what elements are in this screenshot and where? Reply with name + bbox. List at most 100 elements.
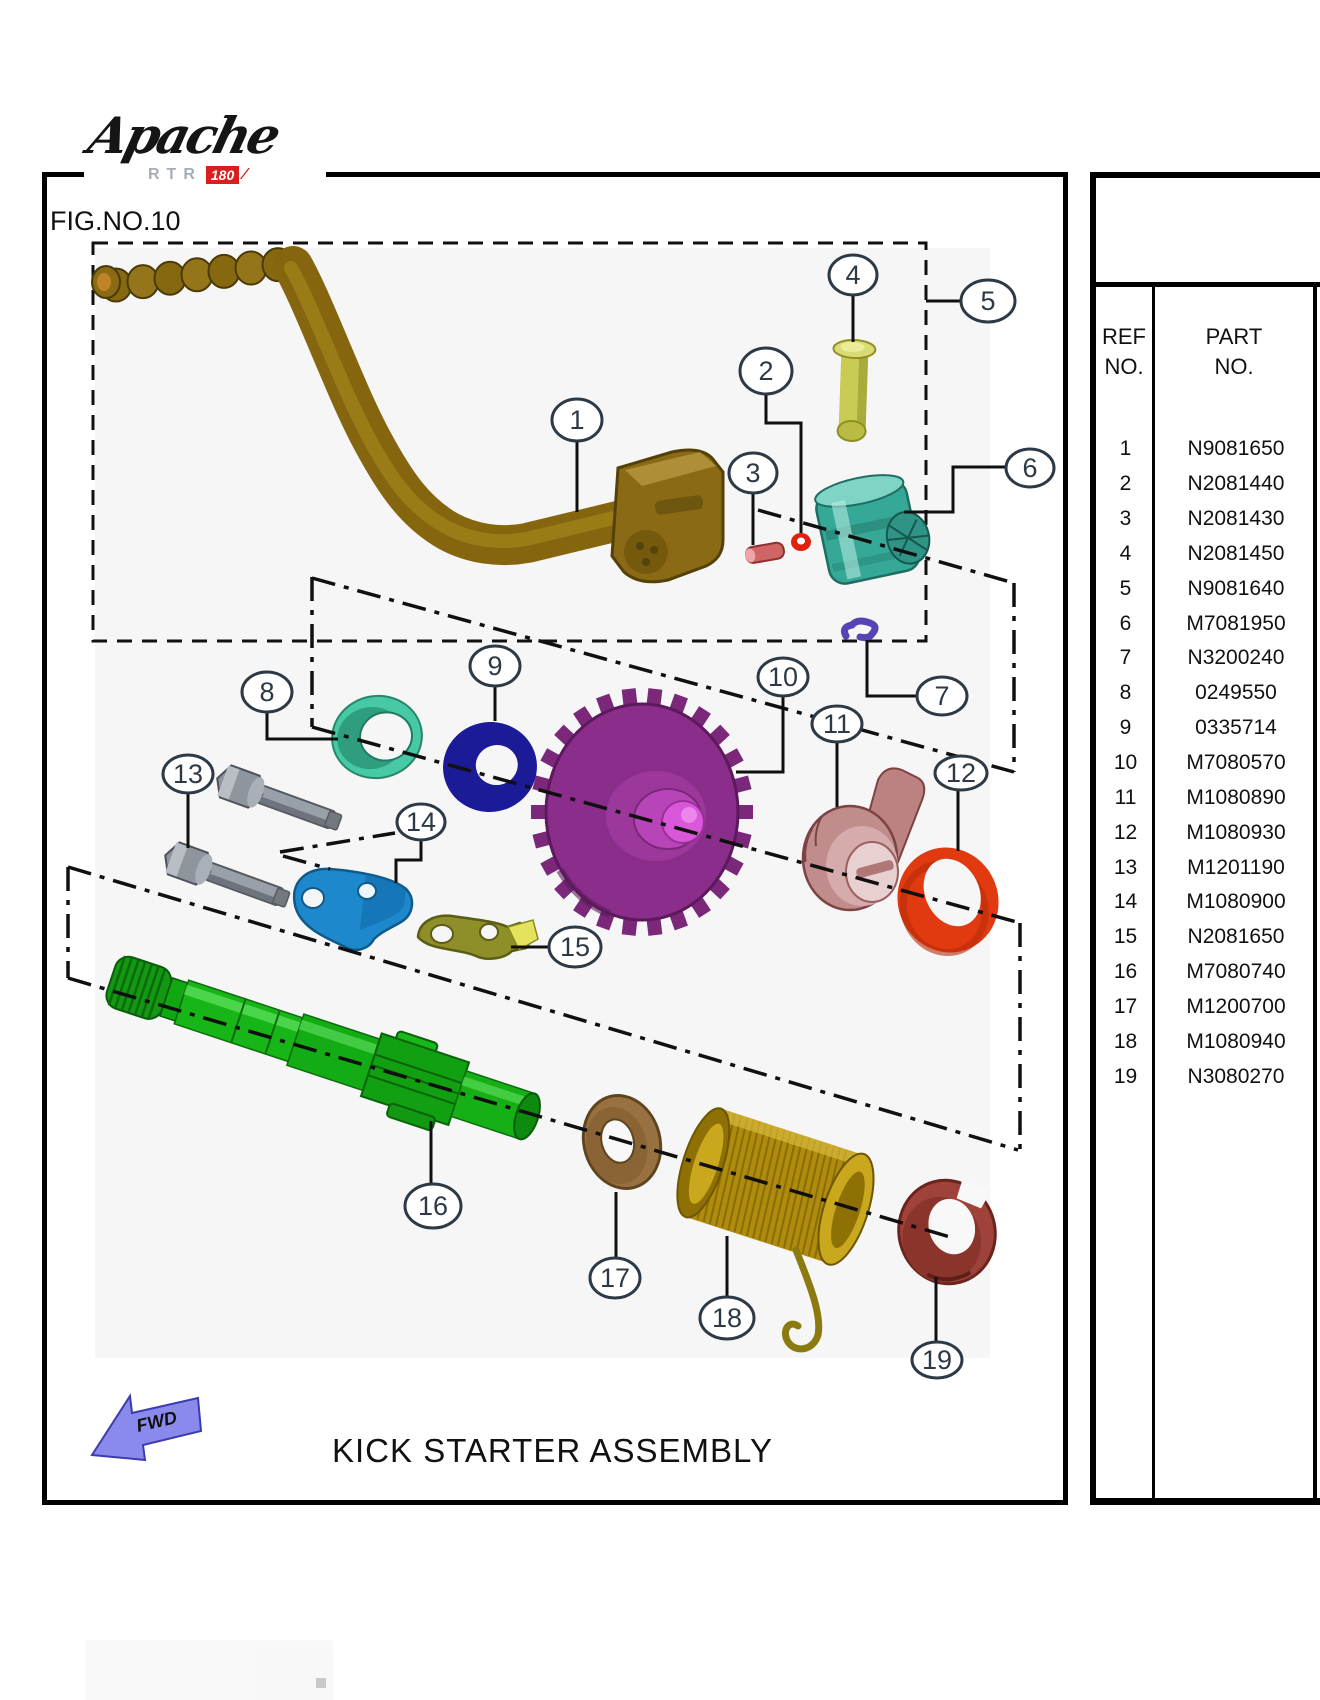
callout-13: 13 — [161, 753, 215, 795]
ghost-logo: Apache — [85, 1640, 333, 1700]
part-kick-gear — [531, 688, 753, 936]
ref-no-cell: 12 — [1113, 820, 1138, 844]
callout-8: 8 — [240, 670, 294, 714]
svg-text:6: 6 — [1022, 453, 1037, 483]
svg-text:19: 19 — [922, 1345, 952, 1375]
brand-logo-rtr: RTR — [148, 166, 202, 183]
table-row: 17 M1200700 — [1096, 990, 1317, 1025]
ref-no-cell: 13 — [1113, 855, 1138, 879]
part-pivot-pin — [832, 339, 877, 442]
ref-no-header: REF NO. — [1102, 324, 1146, 379]
part-no-cell: N2081450 — [1187, 541, 1285, 565]
table-row: 19 N3080270 — [1096, 1059, 1317, 1094]
svg-text:5: 5 — [980, 286, 995, 316]
part-no-cell: N9081650 — [1187, 437, 1285, 461]
table-row: 5 N9081640 — [1096, 571, 1317, 606]
svg-text:10: 10 — [768, 662, 798, 692]
part-bolt-lower — [158, 838, 295, 917]
table-column-divider — [1152, 287, 1155, 1498]
ref-no-cell: 3 — [1119, 507, 1132, 531]
part-no-cell: N2081440 — [1187, 472, 1285, 496]
fwd-arrow: FWD — [90, 1393, 203, 1462]
ref-no-cell: 4 — [1119, 541, 1132, 565]
table-row: 3 N2081430 — [1096, 502, 1317, 537]
svg-text:14: 14 — [406, 807, 436, 837]
figure-number-label: FIG.NO.10 — [50, 206, 181, 236]
part-o-ring — [791, 533, 811, 551]
brand-logo-script: Apache — [82, 106, 285, 165]
part-no-cell: N3080270 — [1187, 1064, 1285, 1088]
callout-17: 17 — [588, 1256, 642, 1300]
part-no-cell: M7081950 — [1186, 611, 1286, 635]
ref-no-cell: 17 — [1113, 994, 1138, 1018]
ref-no-cell: 15 — [1113, 925, 1138, 949]
assembly-caption: KICK STARTER ASSEMBLY — [332, 1432, 773, 1469]
part-ratchet-housing — [814, 474, 931, 585]
part-no-cell: 0335714 — [1195, 716, 1277, 740]
part-joint-pin — [744, 541, 785, 564]
svg-text:8: 8 — [259, 677, 274, 707]
part-no-cell: M1080890 — [1186, 785, 1286, 809]
table-header-divider — [1096, 282, 1320, 287]
part-no-header: PART NO. — [1205, 324, 1263, 379]
ref-no-cell: 10 — [1113, 751, 1138, 775]
part-kick-spindle — [105, 955, 541, 1141]
callout-1: 1 — [550, 397, 604, 443]
svg-text:7: 7 — [934, 681, 949, 711]
ref-no-cell: 6 — [1119, 611, 1132, 635]
part-no-cell: 0249550 — [1195, 681, 1277, 705]
part-circlip-blue — [841, 617, 879, 642]
callout-6: 6 — [1004, 447, 1056, 489]
svg-text:13: 13 — [173, 759, 203, 789]
subassembly-dashed-box — [91, 241, 928, 643]
callout-16: 16 — [403, 1182, 463, 1230]
callout-18: 18 — [698, 1295, 756, 1341]
table-row: 8 0249550 — [1096, 676, 1317, 711]
part-rubber-washer — [443, 721, 537, 813]
svg-text:11: 11 — [823, 709, 851, 739]
ref-no-cell: 5 — [1119, 576, 1132, 600]
leader-lines — [186, 295, 1006, 1342]
part-no-cell: M1080930 — [1186, 820, 1286, 844]
part-no-cell: N9081640 — [1187, 576, 1285, 600]
part-no-cell: M1200700 — [1186, 994, 1286, 1018]
svg-text:15: 15 — [560, 932, 590, 962]
callout-15: 15 — [547, 925, 603, 969]
ref-no-cell: 19 — [1113, 1064, 1138, 1088]
part-no-cell: M1080900 — [1186, 890, 1286, 914]
svg-text:2: 2 — [758, 356, 773, 386]
svg-text:17: 17 — [600, 1263, 630, 1293]
part-no-cell: M1080940 — [1186, 1029, 1286, 1053]
callout-5: 5 — [959, 278, 1017, 324]
svg-text:4: 4 — [845, 260, 860, 290]
part-link-plate-olive — [416, 914, 539, 960]
callout-12: 12 — [933, 754, 989, 792]
svg-text:9: 9 — [487, 651, 502, 681]
diagram-frame — [42, 172, 1068, 1505]
part-bolt-upper — [210, 761, 347, 840]
callout-14: 14 — [395, 802, 447, 842]
svg-text:16: 16 — [418, 1191, 448, 1221]
brand-logo-tick: ∕ — [243, 166, 246, 183]
table-row: 2 N2081440 — [1096, 467, 1317, 502]
part-no-cell: N2081430 — [1187, 507, 1285, 531]
ref-no-cell: 16 — [1113, 960, 1138, 984]
ref-no-cell: 8 — [1119, 681, 1132, 705]
brand-logo-model-chip: 180 — [205, 166, 240, 184]
table-row: 6 M7081950 — [1096, 606, 1317, 641]
part-kick-lever — [91, 246, 725, 584]
part-link-plate-blue — [292, 867, 414, 951]
ref-no-cell: 2 — [1119, 472, 1132, 496]
callout-7: 7 — [915, 675, 969, 717]
